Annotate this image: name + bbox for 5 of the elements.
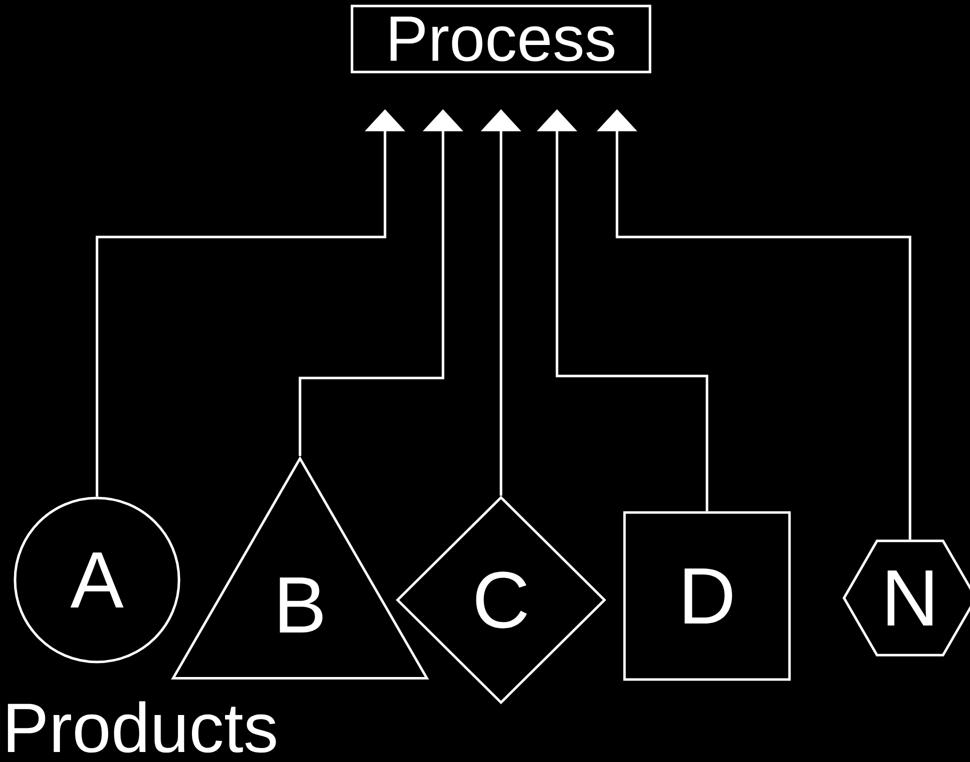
process-box: Process — [350, 4, 652, 74]
circle-node: A — [14, 496, 180, 664]
square-node: D — [623, 511, 791, 681]
hexagon-node: N — [842, 540, 970, 656]
group-label: Products — [8, 701, 276, 753]
